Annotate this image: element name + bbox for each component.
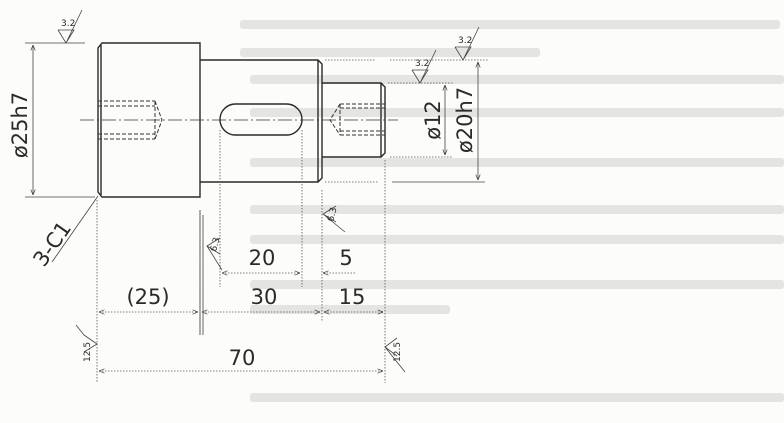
dim-d12: ø12 xyxy=(421,100,445,140)
ext-lines-bottom xyxy=(96,130,386,383)
dim-70: 70 xyxy=(229,346,256,370)
dim-20: 20 xyxy=(249,246,276,270)
right-threaded-hole xyxy=(329,103,385,136)
faint-background-text xyxy=(250,393,784,402)
dim-15: 15 xyxy=(339,285,366,309)
dim-5: 5 xyxy=(339,246,352,270)
faint-background-text xyxy=(250,205,784,214)
svg-text:6.3: 6.3 xyxy=(209,236,222,252)
svg-text:12.5: 12.5 xyxy=(83,342,93,362)
roughness-symbol-right-end: 12.5 xyxy=(384,337,406,373)
middle-shaft-section xyxy=(200,59,323,183)
right-pin-section xyxy=(322,82,386,158)
faint-background-text xyxy=(250,235,784,244)
chamfer-label: 3-C1 xyxy=(28,217,76,271)
roughness-symbol-top-left: 3.2 xyxy=(57,9,83,44)
roughness-symbol-keyway-right: 6.3 xyxy=(322,205,346,233)
dim-d20h7: ø20h7 xyxy=(453,87,477,153)
dim-25: (25) xyxy=(126,285,169,309)
chamfer-leader xyxy=(51,195,99,263)
left-shaft-section xyxy=(97,42,201,198)
ext-lines-right xyxy=(325,59,488,183)
dim-d25h7: ø25h7 xyxy=(8,92,32,158)
roughness-symbol-right-top: 3.2 xyxy=(454,26,480,61)
svg-text:6.3: 6.3 xyxy=(326,206,339,222)
roughness-symbol-keyway-left: 6.3 xyxy=(206,236,223,271)
faint-background-text xyxy=(250,75,784,84)
ext-lines-left xyxy=(25,42,95,198)
dim-30: 30 xyxy=(251,285,278,309)
roughness-symbol-right-pin: 3.2 xyxy=(411,49,437,84)
roughness-symbol-left-end: 12.5 xyxy=(75,324,98,362)
faint-background-text xyxy=(250,280,784,289)
faint-background-text xyxy=(240,20,780,29)
keyway-slot xyxy=(219,103,303,136)
svg-text:12.5: 12.5 xyxy=(393,342,403,362)
svg-text:3.2: 3.2 xyxy=(61,19,75,29)
svg-text:3.2: 3.2 xyxy=(415,59,429,69)
faint-background-text xyxy=(240,48,540,57)
faint-background-text xyxy=(250,158,784,167)
svg-text:3.2: 3.2 xyxy=(458,36,472,46)
faint-background-text xyxy=(250,108,784,117)
